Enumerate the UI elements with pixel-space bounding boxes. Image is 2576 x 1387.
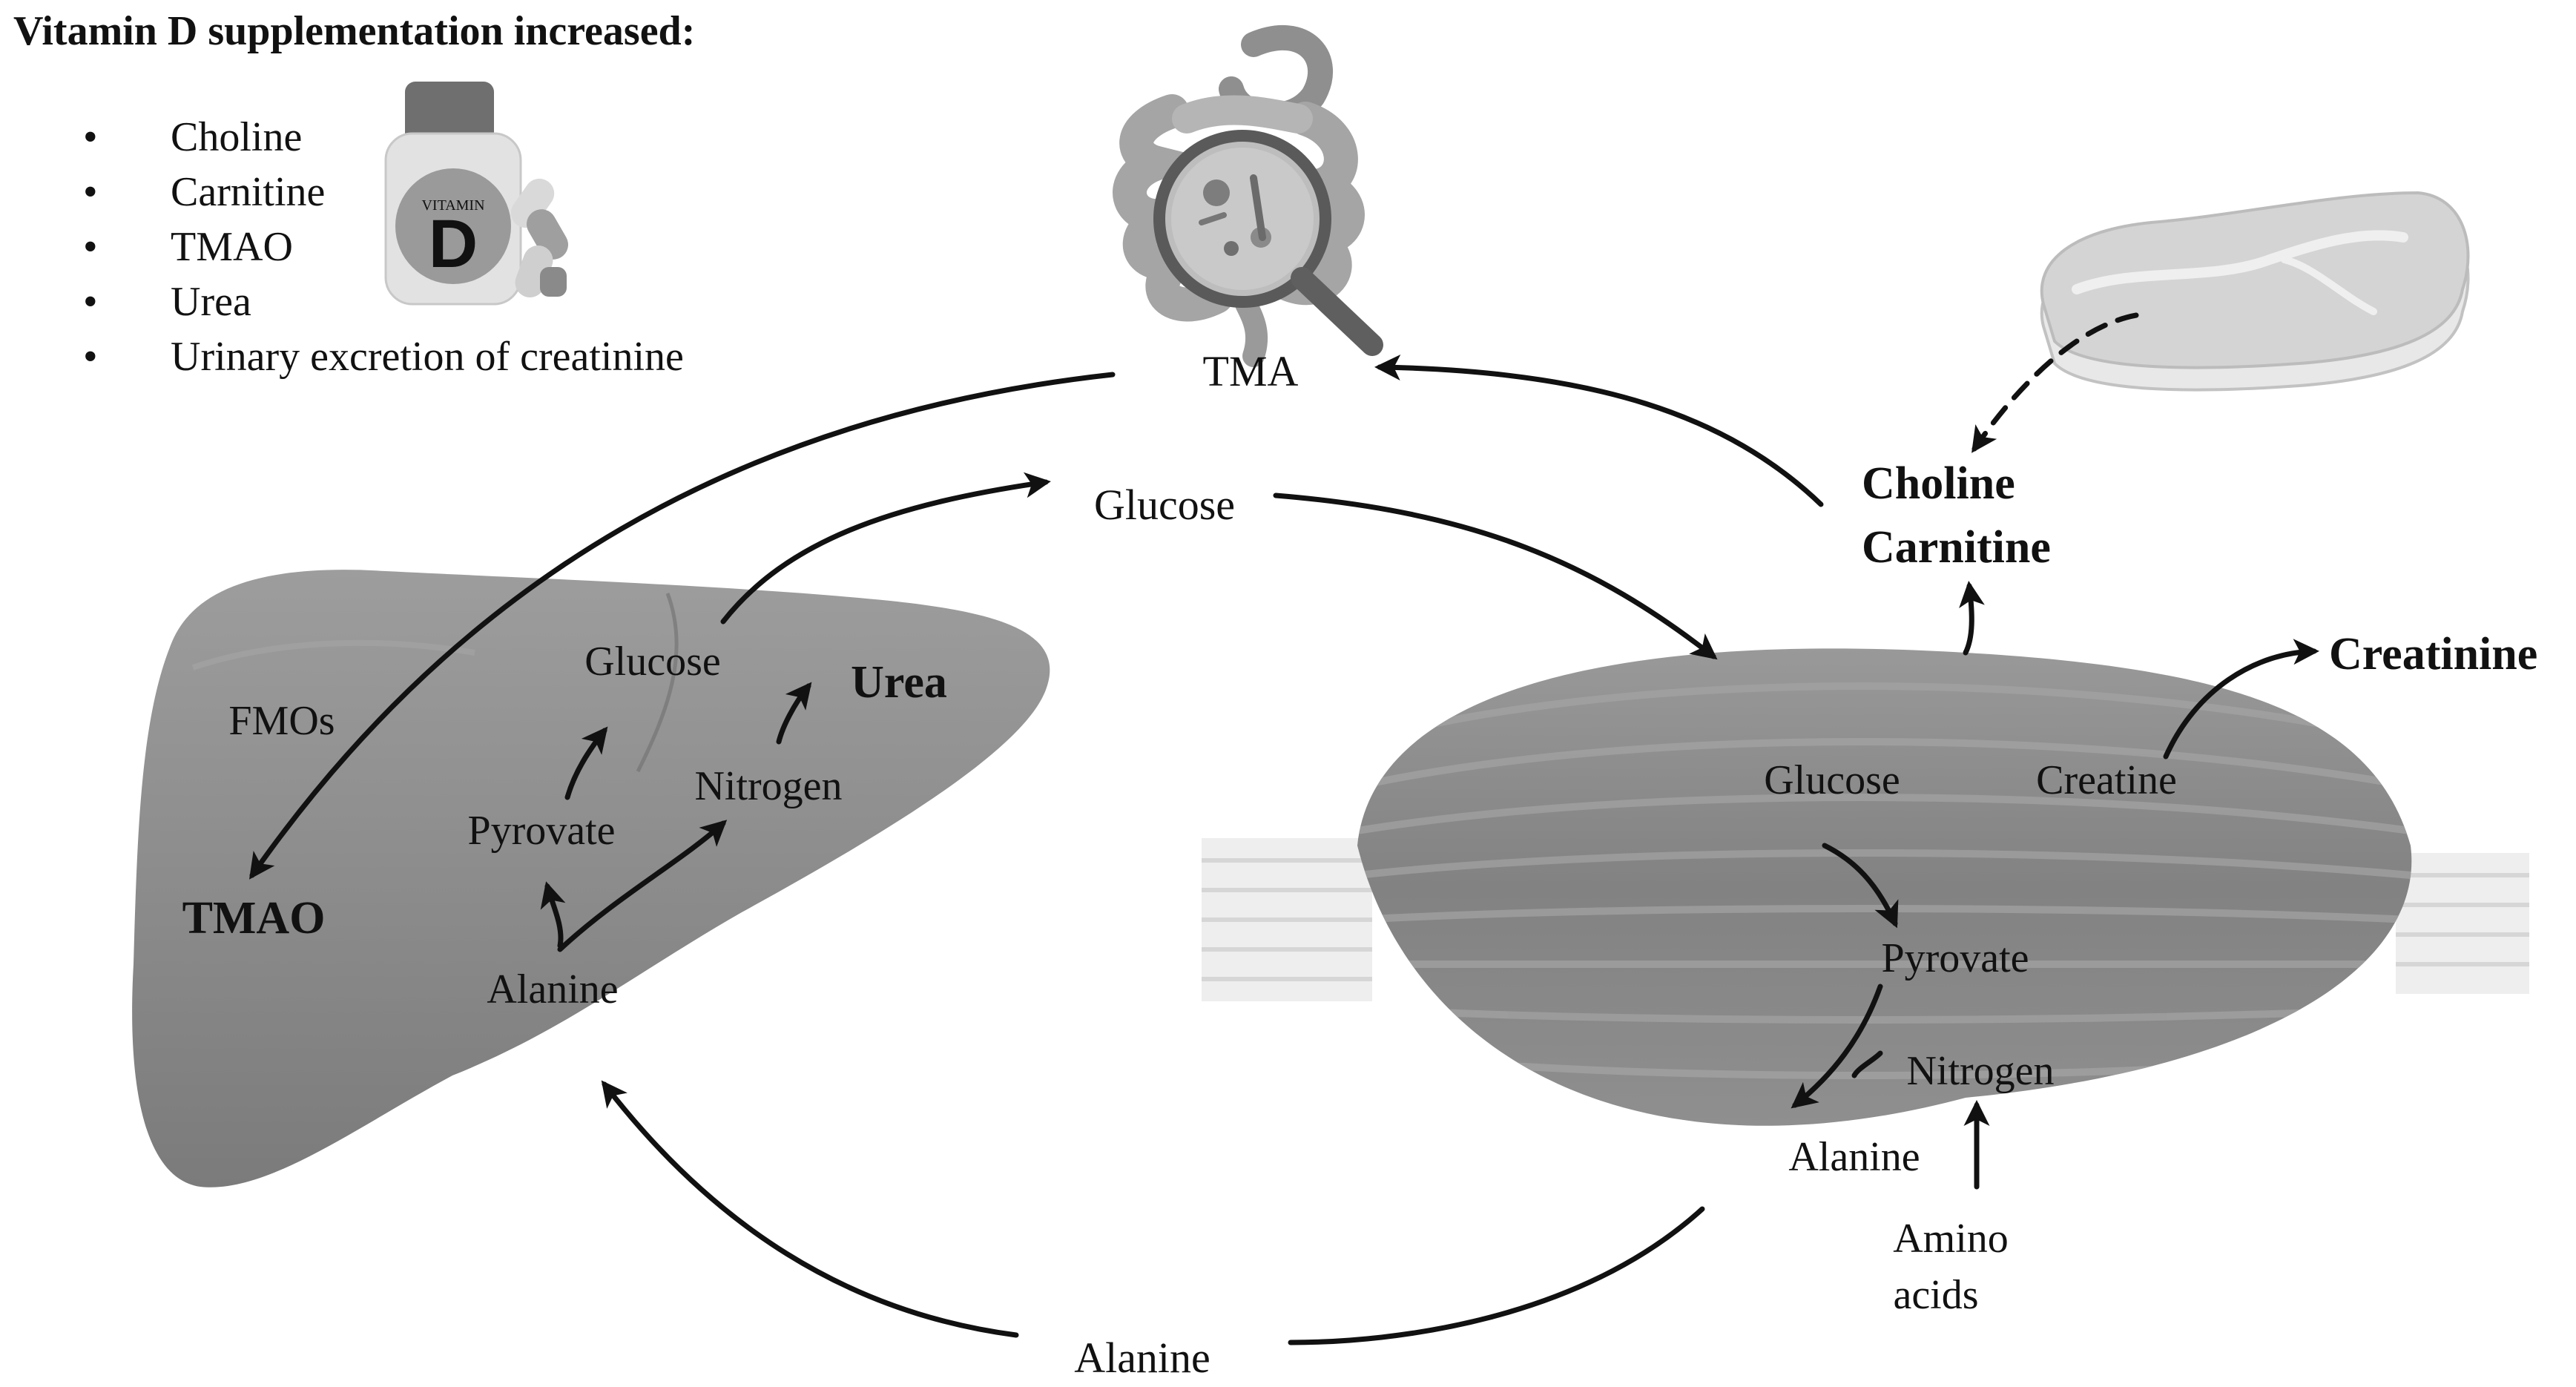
arrow-creatine-to-creatinine (2163, 639, 2319, 760)
arrow-nitrogen-merge (1851, 1050, 1883, 1078)
liver-glucose-label: Glucose (584, 639, 721, 685)
bottle-letter: D (429, 206, 478, 282)
arrow-tma-to-tmao (248, 372, 1116, 880)
arrow-glucose-to-pyrovate (1822, 843, 1899, 929)
arrow-liver-glucose-out (720, 472, 1051, 625)
arrow-nitrogen-to-urea (776, 682, 812, 745)
amino-label: Amino (1893, 1216, 2009, 1262)
arrow-alanine-to-nitrogen (557, 820, 728, 952)
muscle-nitrogen-label: Nitrogen (1906, 1048, 2054, 1094)
arrow-pyrovate-to-alanine (1791, 984, 1883, 1109)
arrow-muscle-alanine-out (1288, 1206, 1705, 1345)
arrow-alanine-to-liver (601, 1080, 1019, 1338)
liver-nitrogen-label: Nitrogen (694, 763, 842, 809)
fmos-label: FMOs (228, 698, 335, 744)
arrow-choline-to-tma (1374, 354, 1824, 507)
muscle-glucose-label: Glucose (1764, 757, 1900, 803)
pathway-arrows (248, 312, 2319, 1345)
arrow-muscle-to-choline (1959, 581, 1985, 656)
choline-label: Choline (1862, 458, 2015, 509)
glucose-label: Glucose (1094, 481, 1235, 529)
acids-label: acids (1893, 1272, 1978, 1318)
liver-icon (132, 570, 1050, 1187)
muscle-alanine-label: Alanine (1788, 1134, 1920, 1180)
creatine-label: Creatine (2036, 757, 2177, 803)
list-item-label: Urinary excretion of creatinine (171, 334, 684, 380)
liver-alanine-label: Alanine (487, 966, 618, 1012)
list-item-label: Urea (171, 279, 251, 325)
list-item-label: Choline (171, 114, 303, 160)
list-item-label: Carnitine (171, 169, 326, 215)
muscle-icon (1202, 648, 2529, 1126)
creatinine-label: Creatinine (2329, 629, 2537, 679)
tmao-label: TMAO (182, 893, 326, 943)
arrow-glucose-to-muscle (1273, 492, 1718, 660)
arrow-alanine-to-pyrovate (540, 881, 566, 949)
intestine-magnifier-icon (1113, 24, 1383, 367)
liver-pyrovate-label: Pyrovate (467, 808, 615, 854)
alanine-label: Alanine (1074, 1334, 1210, 1382)
carnitine-label: Carnitine (1862, 522, 2051, 573)
urea-label: Urea (851, 657, 947, 708)
list-item-label: TMAO (171, 224, 293, 270)
muscle-pyrovate-label: Pyrovate (1881, 935, 2029, 981)
steak-icon (2040, 191, 2470, 392)
arrow-pyrovate-to-glucose (564, 726, 608, 800)
bottle-label: VITAMIN (421, 197, 484, 214)
tma-label: TMA (1203, 347, 1299, 395)
supplementation-title: Vitamin D supplementation increased: (13, 8, 696, 54)
vitamin-d-bottle-icon: VITAMIN D (384, 82, 568, 306)
arrow-steak-to-choline (1971, 312, 2139, 453)
